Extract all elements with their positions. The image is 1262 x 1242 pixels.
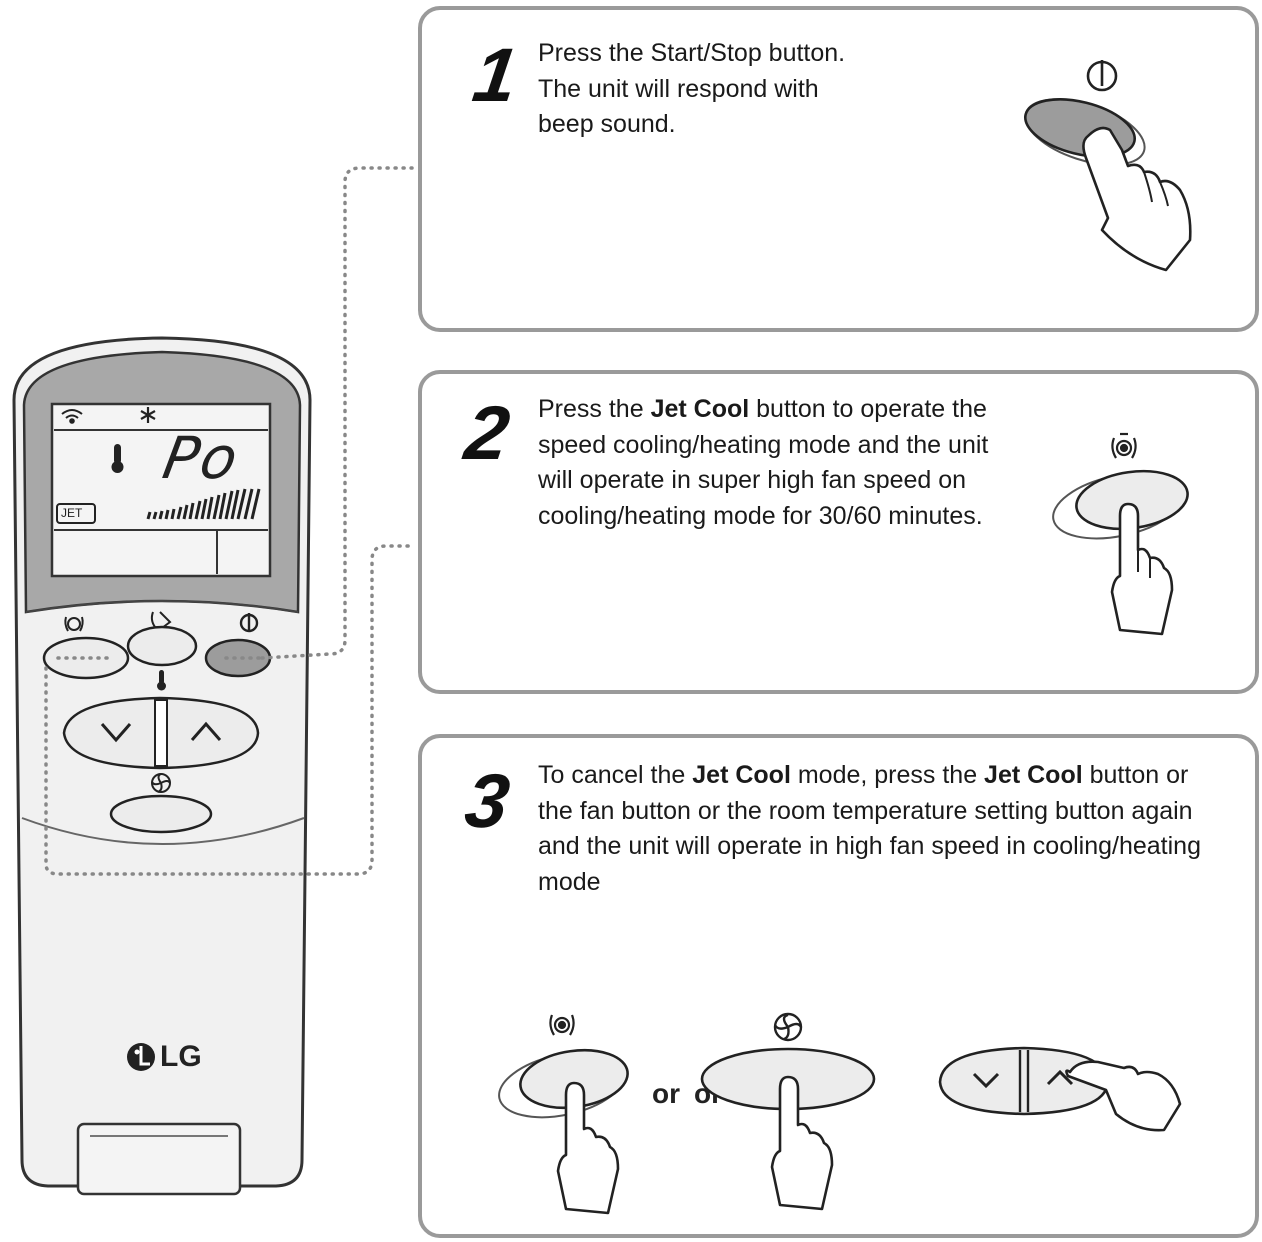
lcd-jet-label: JET — [61, 506, 83, 520]
remote-jet-cool-button — [42, 636, 130, 680]
step-2-line-1: Press the Jet Cool button to operate the — [538, 395, 987, 423]
step-1-line-2: The unit will respond with — [538, 74, 819, 103]
chevron-down-icon — [972, 1072, 1000, 1089]
pressing-hand — [1082, 126, 1192, 272]
chevron-up-icon — [190, 721, 222, 741]
step-1-line-3: beep sound. — [538, 110, 676, 138]
brand-label: LG — [160, 1040, 202, 1073]
signal-icon — [61, 409, 83, 424]
step-3-line-4: mode — [538, 867, 601, 896]
step-1-illustration — [1024, 60, 1192, 272]
step-3-line-3: and the unit will operate in high fan sp… — [538, 832, 1201, 860]
connector-step-2 — [44, 544, 414, 876]
pressing-hand — [1110, 502, 1174, 636]
step-2-line-2: speed cooling/heating mode and the unit — [538, 430, 989, 459]
step-3-illustration-jet — [498, 1014, 629, 1215]
lcd-mode-text: Po — [158, 424, 245, 492]
or-label-1: or — [652, 1078, 680, 1109]
remote-fan-button — [109, 794, 213, 834]
jet-cool-icon — [549, 1014, 575, 1036]
pressing-hand — [770, 1075, 834, 1211]
lcd-display — [50, 402, 272, 578]
step-2-illustration — [1052, 432, 1189, 636]
step-3-illustration-fan — [700, 1012, 876, 1211]
step-3-line-1: To cancel the Jet Cool mode, press the J… — [538, 761, 1189, 789]
thermometer-icon — [111, 444, 124, 473]
step-2-line-4: cooling/heating mode for 30/60 minutes. — [538, 501, 983, 530]
fan-icon — [773, 1012, 803, 1042]
temp-icon — [157, 670, 166, 691]
step-2-text: Press the Jet Cool button to operate the… — [538, 392, 988, 534]
power-icon — [1086, 60, 1118, 92]
step-1-line-1: Press the Start/Stop button. — [538, 39, 846, 67]
chevron-down-icon — [100, 723, 132, 743]
connector-step-1 — [260, 166, 414, 660]
lg-logo-icon — [127, 1043, 155, 1071]
fan-speed-bars — [146, 488, 261, 520]
step-1-text: Press the Start/Stop button. The unit wi… — [538, 36, 845, 143]
pressing-hand — [556, 1081, 620, 1215]
jet-indicator — [56, 503, 96, 524]
step-3-panel — [418, 734, 1259, 1238]
fan-icon — [151, 773, 171, 793]
power-icon — [239, 613, 259, 633]
step-3-illustration-temp — [938, 1046, 1182, 1132]
jet-cool-icon — [64, 616, 84, 632]
jet-cool-icon — [1111, 432, 1137, 459]
pressing-hand — [1065, 1060, 1182, 1132]
step-3-line-2: the fan button or the room temperature s… — [538, 796, 1193, 825]
chevron-up-icon — [1046, 1069, 1074, 1086]
step-2-line-3: will operate in super high fan speed on — [538, 466, 967, 494]
snowflake-icon — [140, 407, 156, 423]
battery-cover — [76, 1122, 242, 1196]
step-3-text: To cancel the Jet Cool mode, press the J… — [538, 758, 1201, 900]
